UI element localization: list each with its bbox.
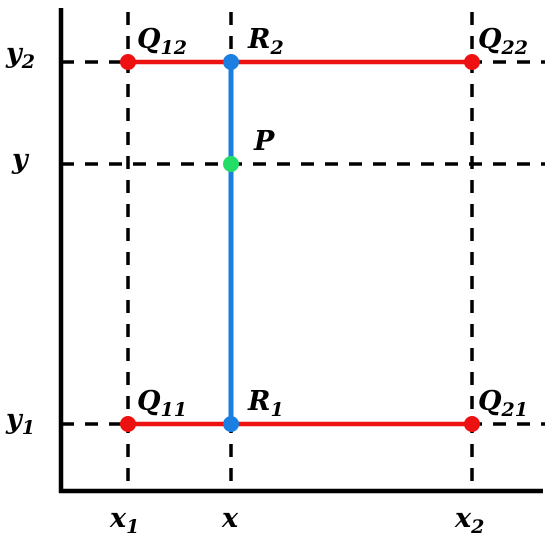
axis-label-x1: x1 (109, 503, 139, 538)
axis-label-y1: y1 (5, 404, 35, 439)
axis-label-x: x (221, 503, 239, 534)
label-q22: Q22 (478, 24, 528, 59)
label-r2: R2 (247, 24, 284, 59)
point-q12 (120, 54, 136, 70)
point-q21 (464, 416, 480, 432)
axis-label-y2: y2 (5, 38, 35, 73)
label-p: P (253, 126, 275, 157)
label-r1: R1 (247, 386, 284, 421)
point-r2 (223, 54, 239, 70)
point-r1 (223, 416, 239, 432)
label-q12: Q12 (137, 24, 187, 59)
point-q11 (120, 416, 136, 432)
point-p (223, 156, 239, 172)
axis-label-x2: x2 (454, 503, 484, 538)
label-q21: Q21 (478, 386, 528, 421)
label-q11: Q11 (137, 386, 187, 421)
point-q22 (464, 54, 480, 70)
axis-label-y: y (11, 144, 30, 175)
